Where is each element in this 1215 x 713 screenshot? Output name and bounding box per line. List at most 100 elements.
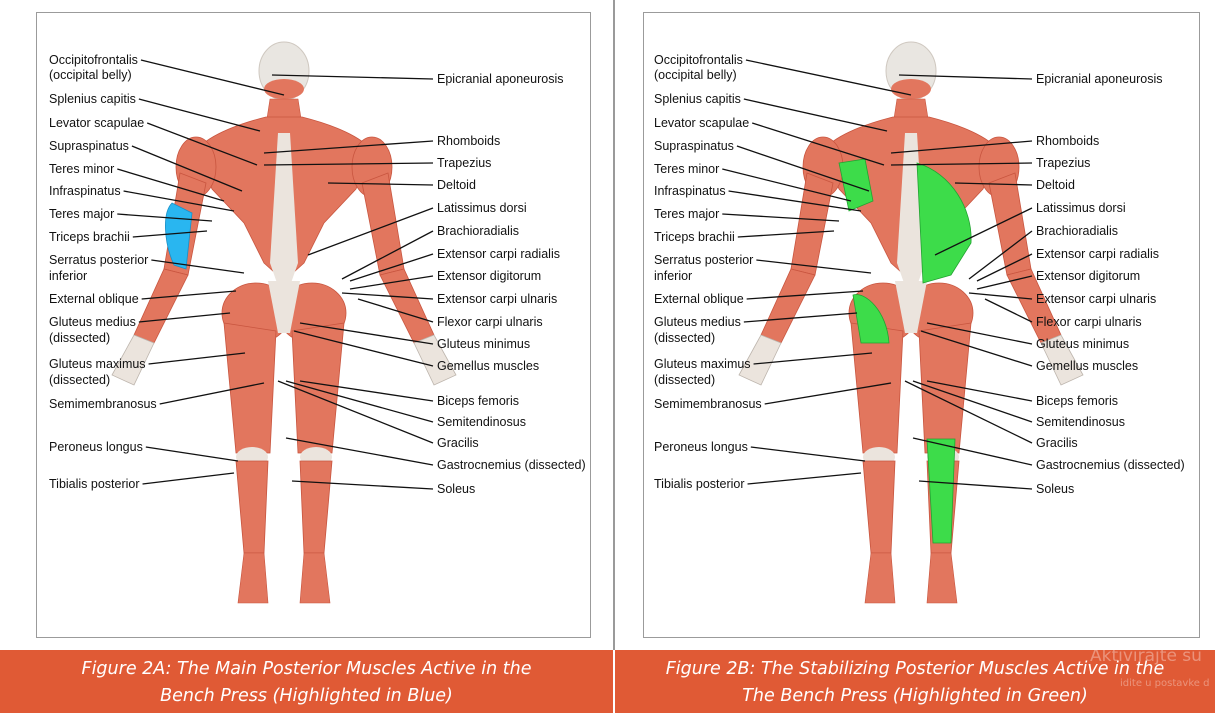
label-right-13: Semitendinosus xyxy=(1036,415,1125,429)
label-left-6: Infraspinatus xyxy=(654,184,726,198)
occipital-muscle xyxy=(264,79,304,99)
leader-line-right-8 xyxy=(342,293,433,299)
caption-line-1: Figure 2A: The Main Posterior Muscles Ac… xyxy=(0,656,613,683)
figure-2b-panel: Occipitofrontalis(occipital belly) Spleni… xyxy=(615,0,1215,713)
caption-line-2: Bench Press (Highlighted in Blue) xyxy=(0,683,613,710)
label-left-10: inferior xyxy=(654,269,692,283)
label-right-14: Gracilis xyxy=(1036,436,1078,450)
label-left-15: (dissected) xyxy=(654,373,715,387)
label-right-9: Flexor carpi ulnaris xyxy=(437,315,543,329)
leader-line-left-17 xyxy=(146,447,238,461)
label-left-3: Levator scapulae xyxy=(49,116,144,130)
leader-line-left-18 xyxy=(143,473,234,484)
label-right-11: Gemellus muscles xyxy=(1036,359,1138,373)
leader-line-left-12 xyxy=(744,313,857,322)
label-right-7: Extensor digitorum xyxy=(1036,269,1140,283)
label-right-12: Biceps femoris xyxy=(437,394,519,408)
label-right-0: Epicranial aponeurosis xyxy=(437,72,563,86)
label-right-6: Extensor carpi radialis xyxy=(1036,247,1159,261)
label-left-12: Gluteus medius xyxy=(654,315,741,329)
figure-2b-illustration: Occipitofrontalis(occipital belly) Spleni… xyxy=(643,12,1200,638)
label-left-15: (dissected) xyxy=(49,373,110,387)
label-left-2: Splenius capitis xyxy=(654,92,741,106)
label-right-8: Extensor carpi ulnaris xyxy=(1036,292,1156,306)
leader-line-left-6 xyxy=(729,191,861,211)
label-left-12: Gluteus medius xyxy=(49,315,136,329)
foot-left xyxy=(238,553,268,603)
label-left-9: Serratus posterior xyxy=(49,253,148,267)
label-right-2: Trapezius xyxy=(1036,156,1090,170)
label-right-4: Latissimus dorsi xyxy=(1036,201,1126,215)
label-right-1: Rhomboids xyxy=(1036,134,1099,148)
label-right-3: Deltoid xyxy=(1036,178,1075,192)
label-left-5: Teres minor xyxy=(49,162,114,176)
label-right-11: Gemellus muscles xyxy=(437,359,539,373)
label-left-16: Semimembranosus xyxy=(49,397,157,411)
label-left-11: External oblique xyxy=(49,292,139,306)
label-right-7: Extensor digitorum xyxy=(437,269,541,283)
label-left-8: Triceps brachii xyxy=(654,230,735,244)
label-right-5: Brachioradialis xyxy=(437,224,519,238)
label-right-16: Soleus xyxy=(437,482,475,496)
label-left-0: Occipitofrontalis xyxy=(654,53,743,67)
thigh-left xyxy=(224,323,276,453)
label-left-17: Peroneus longus xyxy=(654,440,748,454)
forearm-left xyxy=(134,269,188,343)
activation-watermark-sub: idite u postavke d xyxy=(1120,678,1209,689)
occipital-muscle xyxy=(891,79,931,99)
label-left-3: Levator scapulae xyxy=(654,116,749,130)
label-right-5: Brachioradialis xyxy=(1036,224,1118,238)
calf-left xyxy=(863,461,895,553)
leader-line-left-18 xyxy=(748,473,861,484)
label-left-6: Infraspinatus xyxy=(49,184,121,198)
upper-arm-right xyxy=(362,173,404,275)
label-left-7: Teres major xyxy=(654,207,719,221)
label-right-6: Extensor carpi radialis xyxy=(437,247,560,261)
label-right-9: Flexor carpi ulnaris xyxy=(1036,315,1142,329)
label-right-4: Latissimus dorsi xyxy=(437,201,527,215)
label-left-2: Splenius capitis xyxy=(49,92,136,106)
label-left-10: inferior xyxy=(49,269,87,283)
label-left-0: Occipitofrontalis xyxy=(49,53,138,67)
calf-right xyxy=(300,461,332,553)
label-left-11: External oblique xyxy=(654,292,744,306)
label-left-13: (dissected) xyxy=(654,331,715,345)
calf-left xyxy=(236,461,268,553)
label-left-18: Tibialis posterior xyxy=(49,477,140,491)
label-left-4: Supraspinatus xyxy=(49,139,129,153)
label-left-14: Gluteus maximus xyxy=(654,357,751,371)
figure-2a-caption: Figure 2A: The Main Posterior Muscles Ac… xyxy=(0,650,613,713)
label-left-18: Tibialis posterior xyxy=(654,477,745,491)
label-right-3: Deltoid xyxy=(437,178,476,192)
foot-right xyxy=(927,553,957,603)
label-left-13: (dissected) xyxy=(49,331,110,345)
label-left-7: Teres major xyxy=(49,207,114,221)
label-left-14: Gluteus maximus xyxy=(49,357,146,371)
activation-watermark: Aktivirajte su xyxy=(1090,646,1202,666)
label-right-1: Rhomboids xyxy=(437,134,500,148)
label-left-8: Triceps brachii xyxy=(49,230,130,244)
label-left-16: Semimembranosus xyxy=(654,397,762,411)
figure-2a-panel: Occipitofrontalis(occipital belly) Spleni… xyxy=(0,0,613,713)
label-right-8: Extensor carpi ulnaris xyxy=(437,292,557,306)
label-right-10: Gluteus minimus xyxy=(1036,337,1129,351)
label-left-5: Teres minor xyxy=(654,162,719,176)
label-right-0: Epicranial aponeurosis xyxy=(1036,72,1162,86)
label-right-10: Gluteus minimus xyxy=(437,337,530,351)
leader-line-left-2 xyxy=(744,99,887,131)
label-left-1: (occipital belly) xyxy=(654,68,737,82)
foot-right xyxy=(300,553,330,603)
label-right-15: Gastrocnemius (dissected) xyxy=(437,458,586,472)
label-right-16: Soleus xyxy=(1036,482,1074,496)
label-left-17: Peroneus longus xyxy=(49,440,143,454)
label-right-12: Biceps femoris xyxy=(1036,394,1118,408)
thigh-right xyxy=(292,323,344,453)
posterior-muscle-figure xyxy=(739,42,1083,603)
figure-2a-illustration: Occipitofrontalis(occipital belly) Spleni… xyxy=(36,12,591,638)
label-right-2: Trapezius xyxy=(437,156,491,170)
label-left-1: (occipital belly) xyxy=(49,68,132,82)
label-right-15: Gastrocnemius (dissected) xyxy=(1036,458,1185,472)
foot-left xyxy=(865,553,895,603)
label-left-4: Supraspinatus xyxy=(654,139,734,153)
posterior-muscle-figure xyxy=(112,42,456,603)
